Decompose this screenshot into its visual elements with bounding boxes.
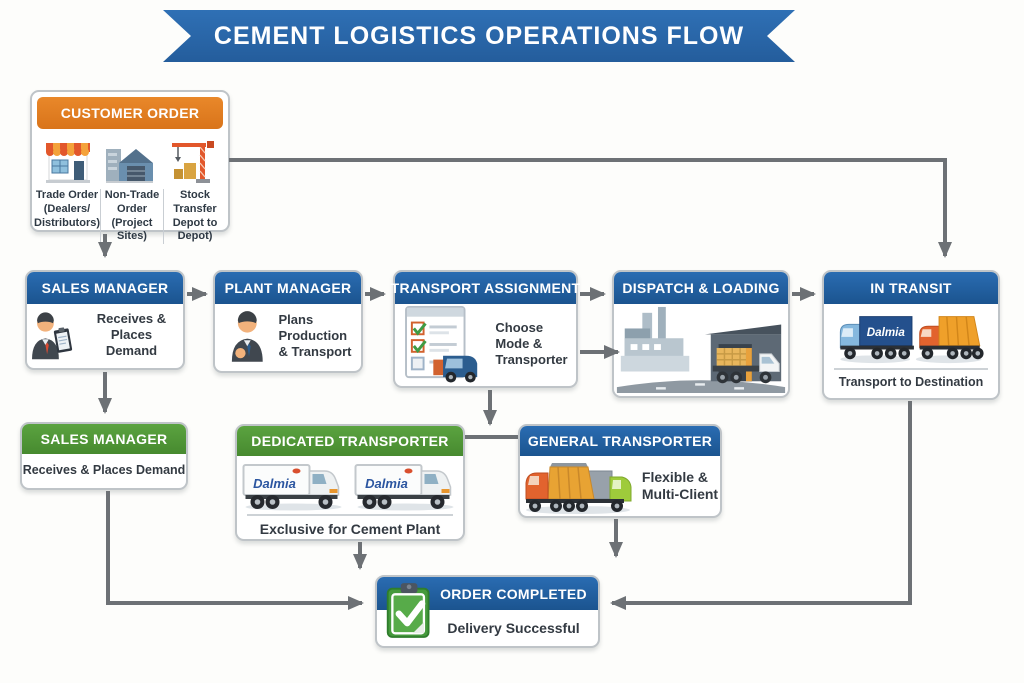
storefront-icon — [46, 143, 90, 183]
transport-assignment-header: TRANSPORT ASSIGNMENT — [391, 272, 580, 304]
crane-icon — [172, 141, 214, 183]
dedicated-transporter-header: DEDICATED TRANSPORTER — [237, 426, 463, 456]
node-transport-assignment: TRANSPORT ASSIGNMENT Choose Mode & Trans — [391, 270, 580, 388]
plant-manager-icon — [231, 311, 263, 362]
node-dedicated-transporter: DEDICATED TRANSPORTER Dalmia Dalmia — [235, 424, 465, 541]
general-transporter-body-text: Flexible & Multi-Client — [641, 468, 719, 503]
dedicated-transporter-body-text: Exclusive for Cement Plant — [259, 521, 441, 537]
title-ribbon: CEMENT LOGISTICS OPERATIONS FLOW — [163, 10, 795, 62]
dedicated-transporter-trucks: Dalmia Dalmia — [237, 456, 463, 512]
two-trucks-icon: Dalmia — [839, 316, 984, 364]
customer-order-icons — [32, 129, 228, 187]
customer-order-labels: Trade Order (Dealers/ Distributors) Non-… — [32, 187, 228, 250]
general-transporter-header: GENERAL TRANSPORTER — [520, 426, 720, 456]
customer-order-item-trade: Trade Order (Dealers/ Distributors) — [34, 189, 100, 229]
plant-manager-body-text: Plans Production & Transport — [278, 311, 352, 360]
order-completed-body-text: Delivery Successful — [447, 620, 580, 636]
node-customer-order: CUSTOMER ORDER — [30, 90, 230, 244]
customer-order-item-stock-transfer: Stock Transfer Depot to Depot) — [163, 189, 226, 244]
plant-manager-header: PLANT MANAGER — [215, 272, 361, 304]
sales-manager-body-text: Receives & Places Demand — [96, 310, 167, 359]
sales-manager-green-header: SALES MANAGER — [22, 424, 186, 454]
node-in-transit: IN TRANSIT Dalmia — [822, 270, 1000, 400]
customer-order-item-nontrade: Non-Trade Order (Project Sites) — [100, 189, 163, 244]
transport-assignment-body-text: Choose Mode & Transporter — [495, 319, 568, 368]
node-general-transporter: GENERAL TRANSPORTER Flexible & Multi-Cli — [518, 424, 722, 518]
dalmia-truck-icon: Dalmia — [242, 464, 342, 511]
in-transit-divider — [834, 368, 988, 370]
loading-dock-scene — [616, 306, 786, 393]
checklist-truck-icon — [405, 305, 478, 383]
salesperson-clipboard-icon — [32, 312, 73, 360]
node-plant-manager: PLANT MANAGER Plans Production & Transpo… — [213, 270, 363, 373]
sales-manager-green-body-text: Receives & Places Demand — [22, 463, 186, 477]
in-transit-body-text: Transport to Destination — [838, 375, 984, 389]
clipboard-check-icon — [386, 583, 430, 638]
dispatch-loading-header: DISPATCH & LOADING — [614, 272, 788, 304]
arrow-customer-order-to-in-transit — [229, 158, 952, 258]
node-sales-manager-trade: SALES MANAGER Receives & Places Demand — [25, 270, 185, 370]
dedicated-transporter-divider — [247, 514, 453, 516]
dalmia-brand-text: Dalmia — [365, 476, 408, 491]
page-title: CEMENT LOGISTICS OPERATIONS FLOW — [213, 21, 745, 50]
customer-order-header: CUSTOMER ORDER — [37, 97, 223, 129]
node-order-completed: ORDER COMPLETED Delivery Successful — [375, 575, 600, 648]
dalmia-brand-text: Dalmia — [253, 476, 296, 491]
mixed-trucks-icon — [525, 463, 632, 514]
sales-manager-header: SALES MANAGER — [27, 272, 183, 304]
node-sales-manager-nontrade: SALES MANAGER Receives & Places Demand — [20, 422, 188, 490]
in-transit-header: IN TRANSIT — [824, 272, 998, 304]
warehouse-icon — [106, 149, 153, 183]
dalmia-truck-icon: Dalmia — [354, 464, 454, 511]
dalmia-brand-text: Dalmia — [867, 326, 906, 339]
node-dispatch-loading: DISPATCH & LOADING — [612, 270, 790, 398]
